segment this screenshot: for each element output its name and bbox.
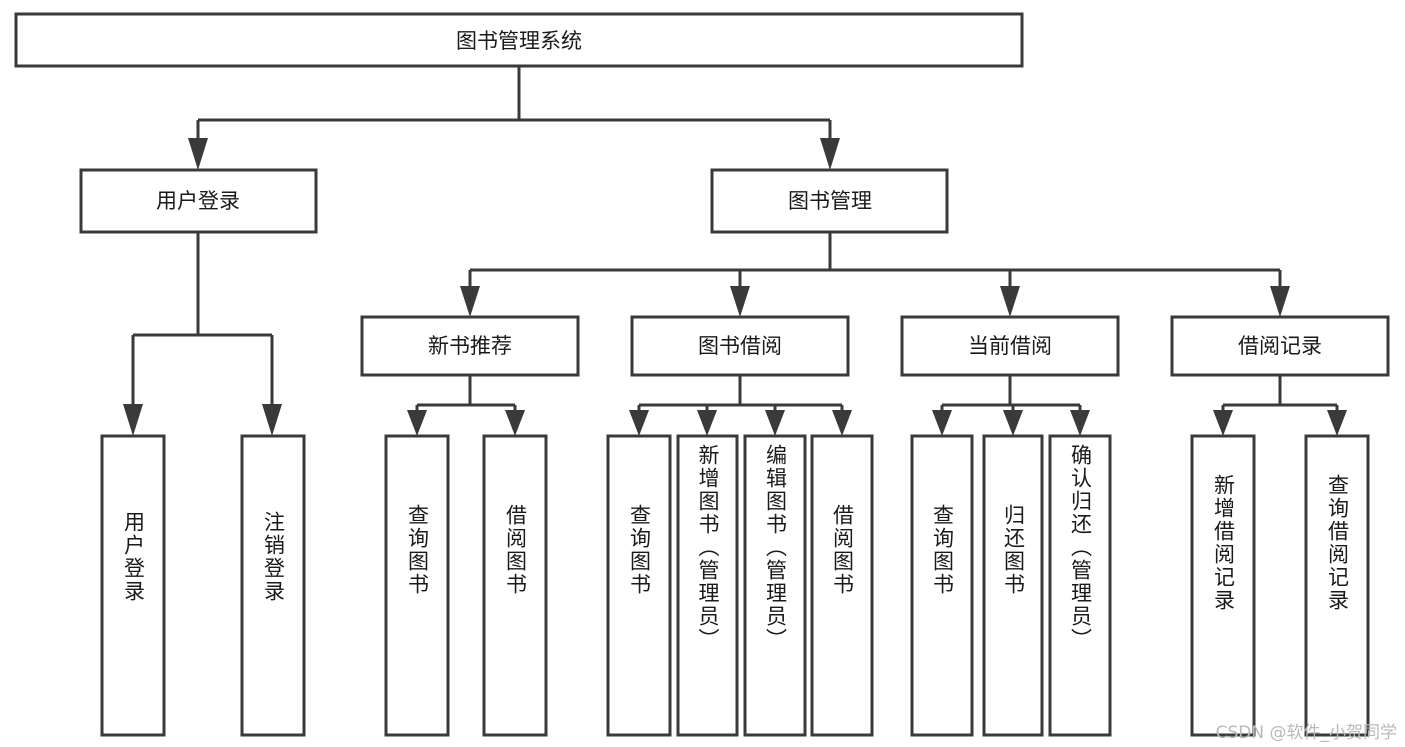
- node-leaf-confirm-return-admin-label: 确认归还（管理员）: [1068, 444, 1093, 651]
- arrow-head-icon: [1070, 410, 1090, 436]
- node-root-label: 图书管理系统: [456, 29, 582, 53]
- node-user-login[interactable]: 用户登录: [79, 168, 318, 234]
- node-leaf-query-book-3[interactable]: 查询图书: [912, 436, 972, 735]
- node-leaf-borrow-book-2[interactable]: 借阅图书: [812, 436, 872, 735]
- node-leaf-edit-book-admin-box[interactable]: [743, 434, 807, 737]
- arrow-head-icon: [505, 410, 525, 436]
- leaf-box-layer: [100, 434, 1370, 737]
- node-leaf-query-book-2[interactable]: 查询图书: [608, 436, 670, 735]
- node-book-manage[interactable]: 图书管理: [710, 168, 949, 234]
- node-leaf-query-book-1-label: 查询图书: [405, 504, 430, 596]
- node-leaf-query-borrow-record-box[interactable]: [1304, 434, 1370, 737]
- arrow-head-icon: [820, 138, 840, 170]
- node-user-login-label: 用户登录: [156, 189, 240, 213]
- arrow-head-icon: [730, 286, 750, 317]
- node-leaf-add-book-admin[interactable]: 新增图书（管理员）: [678, 436, 737, 735]
- node-leaf-borrow-book-1[interactable]: 借阅图书: [484, 436, 546, 735]
- arrow-head-icon: [932, 410, 952, 436]
- node-book-borrow[interactable]: 图书借阅: [630, 315, 850, 377]
- node-leaf-borrow-book-1-box[interactable]: [482, 434, 548, 737]
- node-leaf-user-logout[interactable]: 注销登录: [242, 436, 304, 735]
- node-current-borrow-box[interactable]: [900, 315, 1120, 377]
- arrow-head-icon: [1000, 286, 1020, 317]
- arrow-head-icon: [1213, 410, 1233, 436]
- arrow-head-icon: [765, 410, 785, 436]
- node-leaf-borrow-book-2-label: 借阅图书: [830, 504, 855, 596]
- connector-layer: [123, 66, 1347, 436]
- node-root[interactable]: 图书管理系统: [14, 12, 1024, 68]
- node-leaf-query-book-2-box[interactable]: [606, 434, 672, 737]
- node-book-borrow-label: 图书借阅: [698, 334, 782, 358]
- node-borrow-record-label: 借阅记录: [1238, 334, 1322, 358]
- node-current-borrow[interactable]: 当前借阅: [900, 315, 1120, 377]
- arrow-head-icon: [123, 404, 143, 436]
- node-leaf-add-borrow-record-label: 新增借阅记录: [1211, 474, 1236, 612]
- node-new-book-recommend-label: 新书推荐: [428, 334, 512, 358]
- node-new-book-recommend[interactable]: 新书推荐: [360, 315, 580, 377]
- arrow-head-icon: [1327, 410, 1347, 436]
- node-root-box[interactable]: [14, 12, 1024, 68]
- arrow-head-icon: [1270, 286, 1290, 317]
- node-borrow-record-box[interactable]: [1170, 315, 1390, 377]
- node-leaf-return-book-label: 归还图书: [1001, 504, 1026, 596]
- node-leaf-query-book-3-box[interactable]: [910, 434, 974, 737]
- node-leaf-add-borrow-record-box[interactable]: [1190, 434, 1256, 737]
- node-book-borrow-box[interactable]: [630, 315, 850, 377]
- node-leaf-query-borrow-record-label: 查询借阅记录: [1325, 474, 1350, 612]
- node-leaf-user-login[interactable]: 用户登录: [102, 436, 164, 735]
- node-leaf-user-login-box[interactable]: [100, 434, 166, 737]
- node-leaf-query-book-1-box[interactable]: [384, 434, 450, 737]
- node-leaf-add-book-admin-label: 新增图书（管理员）: [696, 444, 720, 651]
- node-leaf-query-book-3-label: 查询图书: [930, 504, 955, 596]
- node-book-manage-label: 图书管理: [788, 189, 872, 213]
- node-leaf-borrow-book-2-box[interactable]: [810, 434, 874, 737]
- node-leaf-user-logout-box[interactable]: [240, 434, 306, 737]
- arrow-head-icon: [188, 138, 208, 170]
- csdn-watermark: CSDN @软件_小贺同学: [1215, 723, 1397, 743]
- arrow-head-icon: [1003, 410, 1023, 436]
- node-leaf-query-book-2-label: 查询图书: [627, 504, 652, 596]
- arrow-head-icon: [407, 410, 427, 436]
- node-leaf-query-borrow-record[interactable]: 查询借阅记录: [1306, 436, 1368, 735]
- node-leaf-user-login-label: 用户登录: [121, 511, 146, 603]
- node-user-login-box[interactable]: [79, 168, 318, 234]
- arrow-head-icon: [262, 404, 282, 436]
- node-leaf-return-book[interactable]: 归还图书: [984, 436, 1042, 735]
- arrow-head-icon: [460, 286, 480, 317]
- arrow-head-icon: [629, 410, 649, 436]
- node-leaf-user-logout-label: 注销登录: [261, 511, 286, 603]
- node-leaf-borrow-book-1-label: 借阅图书: [503, 504, 528, 596]
- node-leaf-add-book-admin-box[interactable]: [676, 434, 739, 737]
- node-current-borrow-label: 当前借阅: [968, 334, 1052, 358]
- node-leaf-return-book-box[interactable]: [982, 434, 1044, 737]
- node-leaf-edit-book-admin-label: 编辑图书（管理员）: [763, 444, 788, 651]
- arrow-head-icon: [697, 410, 717, 436]
- node-leaf-confirm-return-admin-box[interactable]: [1048, 434, 1112, 737]
- node-leaf-confirm-return-admin[interactable]: 确认归还（管理员）: [1050, 436, 1110, 735]
- node-leaf-query-book-1[interactable]: 查询图书: [386, 436, 448, 735]
- node-leaf-add-borrow-record[interactable]: 新增借阅记录: [1192, 436, 1254, 735]
- node-book-manage-box[interactable]: [710, 168, 949, 234]
- node-leaf-edit-book-admin[interactable]: 编辑图书（管理员）: [745, 436, 805, 735]
- node-borrow-record[interactable]: 借阅记录: [1170, 315, 1390, 377]
- node-new-book-recommend-box[interactable]: [360, 315, 580, 377]
- arrow-head-icon: [832, 410, 852, 436]
